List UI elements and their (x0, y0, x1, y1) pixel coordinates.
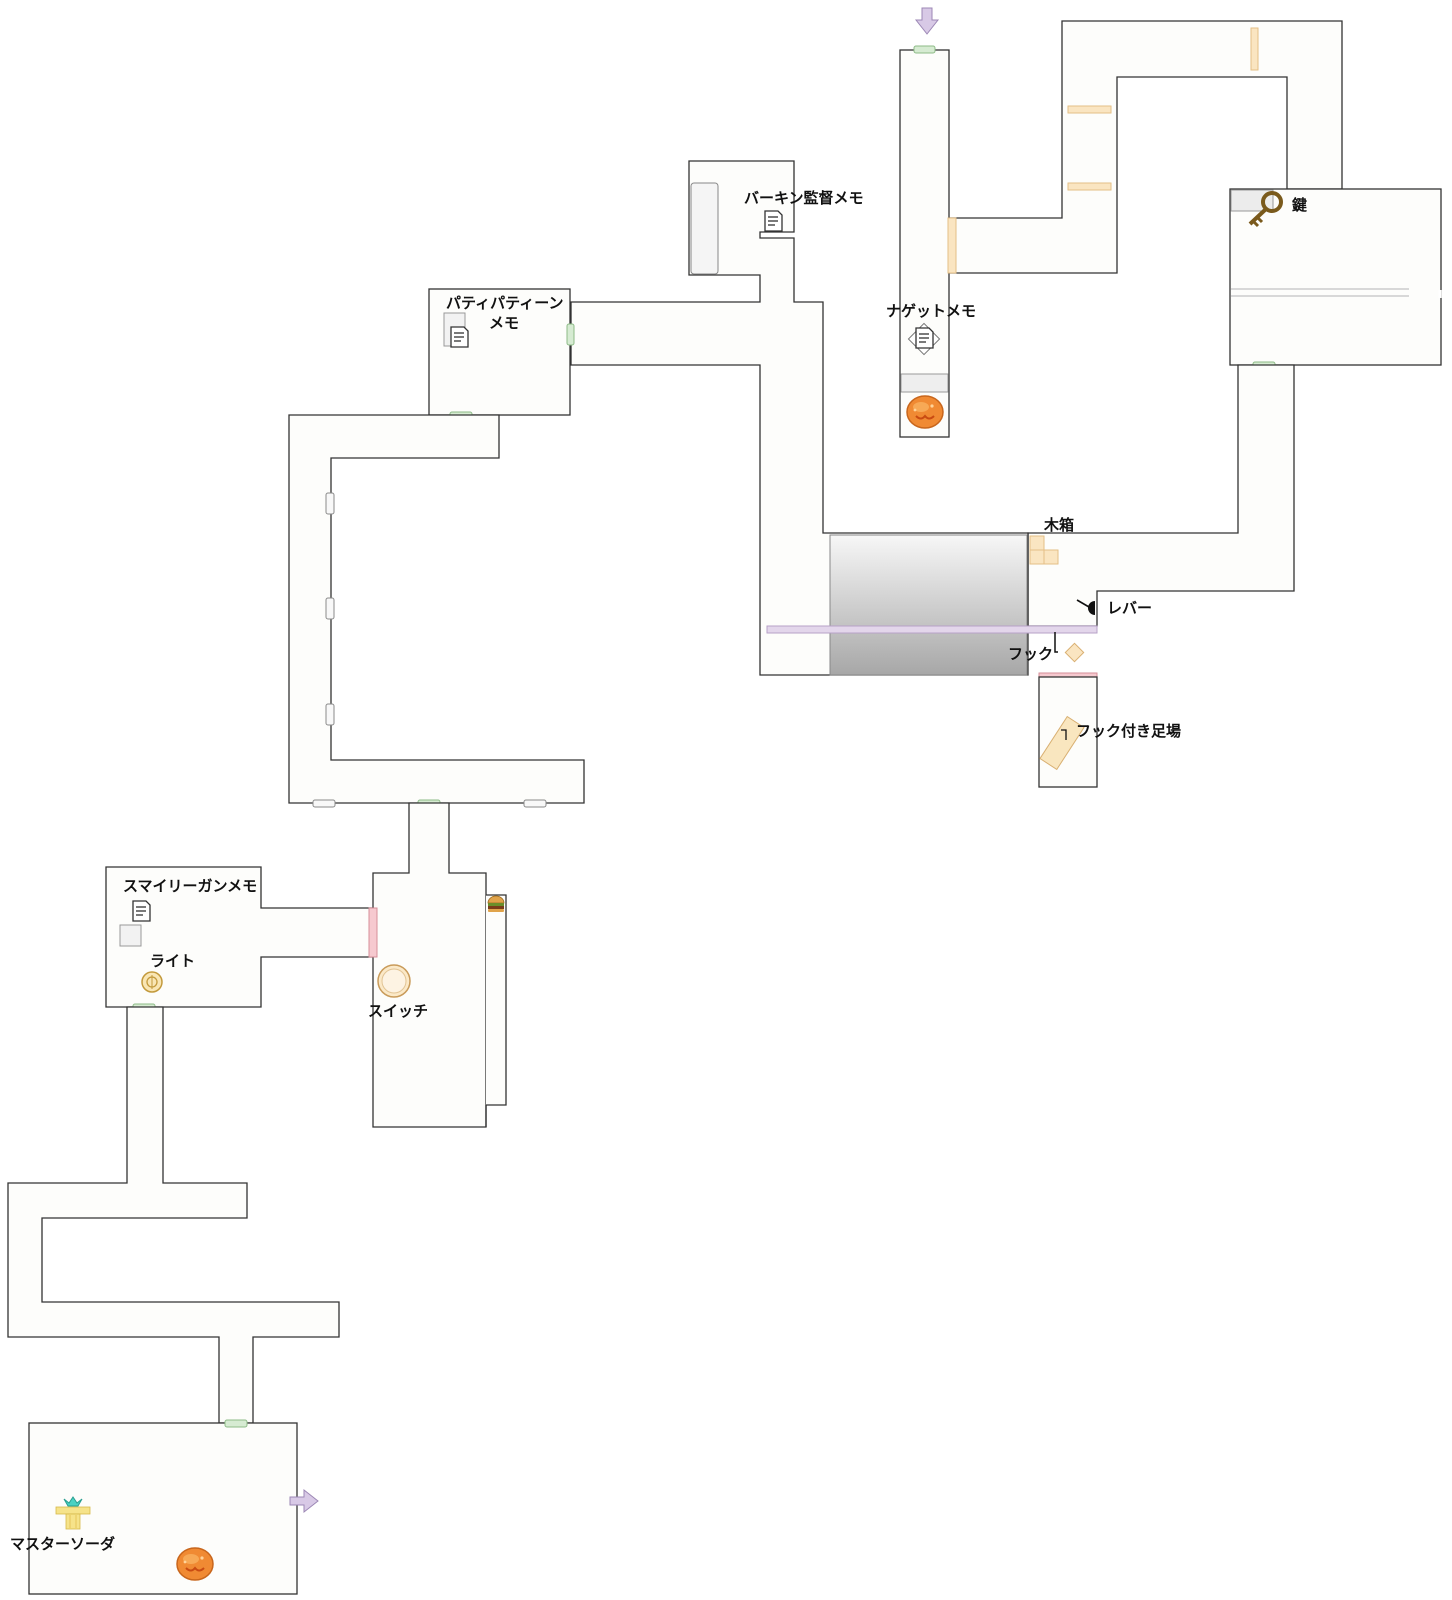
lever-icon[interactable] (1076, 599, 1095, 615)
switch-icon[interactable] (377, 964, 411, 998)
smiley-memo-icon[interactable] (132, 900, 151, 922)
lever-label: レバー (1107, 599, 1152, 617)
plank-barrier-2 (1067, 105, 1112, 114)
hall-door-2[interactable] (325, 597, 335, 620)
light-icon[interactable] (141, 971, 163, 993)
burkin-cabinet (690, 182, 719, 275)
patty-memo-label-2: メモ (489, 314, 519, 332)
hall-door-1[interactable] (325, 492, 335, 515)
final-room-door[interactable] (224, 1419, 248, 1428)
burkin-memo-icon[interactable] (764, 210, 783, 232)
plank-barrier-1 (1250, 27, 1259, 71)
plank-barrier-3 (1067, 182, 1112, 191)
master-soda-icon[interactable] (55, 1496, 91, 1530)
pit (829, 534, 1028, 676)
u-hallway (288, 414, 585, 804)
patty-room-door-right[interactable] (566, 323, 575, 346)
plank-door-a[interactable] (947, 217, 957, 274)
switch-label: スイッチ (368, 1002, 428, 1020)
patty-memo-icon[interactable] (450, 326, 469, 348)
violet-bridge[interactable] (766, 625, 1098, 634)
exit-arrow-icon (289, 1488, 319, 1514)
crate-label: 木箱 (1043, 516, 1074, 534)
switch-room-side-passage (486, 894, 507, 1106)
entry-door[interactable] (913, 45, 936, 54)
smiley-memo-paper (119, 924, 142, 947)
hall-door-3[interactable] (325, 703, 335, 726)
nugget-icon-top[interactable] (906, 395, 944, 429)
burkin-memo-label: バーキン監督メモ (744, 189, 864, 207)
light-label: ライト (150, 952, 195, 970)
nugget-memo-label: ナゲットメモ (886, 302, 976, 320)
hall-door-bottom-left[interactable] (312, 799, 336, 808)
hall-door-bottom-right[interactable] (523, 799, 547, 808)
burger-icon[interactable] (487, 895, 505, 912)
nugget-memo-icon[interactable] (907, 322, 941, 356)
key-room-hallway (1027, 364, 1295, 627)
patty-room (428, 288, 571, 416)
hook-label: フック (1008, 645, 1053, 663)
entry-arrow-icon (914, 7, 940, 35)
crate-icon[interactable] (1029, 535, 1059, 565)
nugget-corridor (899, 49, 950, 438)
hook-platform-label: フック付き足場 (1076, 722, 1181, 740)
key-icon[interactable] (1248, 191, 1283, 228)
patty-memo-label-1: パティパティーン (446, 294, 563, 312)
smiley-pink-door[interactable] (368, 907, 378, 958)
hook-diamond-icon[interactable] (1064, 642, 1085, 663)
corridor-step (900, 373, 949, 393)
master-soda-label: マスターソーダ (10, 1535, 115, 1553)
key-label: 鍵 (1292, 196, 1307, 214)
key-room (1229, 188, 1442, 366)
winding-hallway (7, 1006, 340, 1424)
hook-platform-icon[interactable] (1039, 715, 1085, 771)
hook-icon[interactable] (1054, 632, 1058, 653)
nugget-icon-bottom[interactable] (176, 1547, 214, 1581)
smiley-memo-label: スマイリーガンメモ (123, 877, 257, 895)
